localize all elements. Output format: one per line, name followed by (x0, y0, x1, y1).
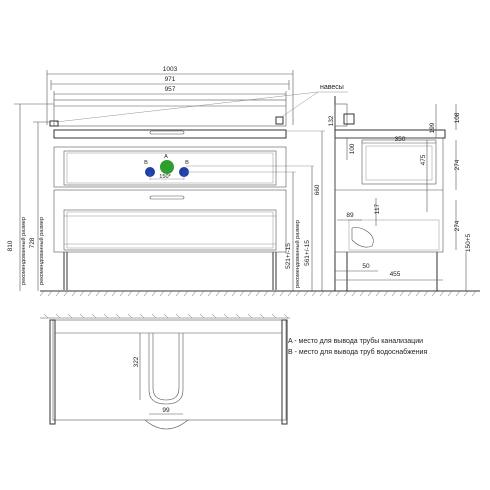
dim-pipe-1: 521+/-15 (285, 243, 292, 269)
dim-108: 108 (454, 112, 461, 123)
recommended-label-2: рекомендованный размер (38, 217, 45, 285)
dim-322: 322 (133, 356, 140, 367)
hinge-left-icon (49, 120, 59, 127)
recommended-label-3: рекомендованный размер (294, 220, 301, 288)
basin-outline-icon (144, 419, 189, 430)
dim-total-width: 1003 (163, 66, 178, 73)
legend: A - место для вывода трубы канализации B… (288, 337, 427, 356)
point-b-right-label: B (185, 160, 189, 166)
dim-89: 89 (346, 212, 354, 219)
hinge-right-icon (275, 116, 284, 125)
side-view: 132 100 350 199 108 475 274 117 89 274 1… (328, 96, 472, 291)
dim-274-bottom: 274 (454, 220, 461, 231)
dim-100: 100 (349, 143, 356, 154)
dim-carcass-width: 957 (165, 86, 176, 93)
dim-350: 350 (395, 136, 406, 143)
dim-132: 132 (328, 115, 335, 126)
dim-199: 199 (429, 122, 436, 133)
point-a-label: A (164, 154, 168, 160)
legend-line-a: A - место для вывода трубы канализации (288, 337, 423, 345)
angle-label: 150* (159, 174, 171, 180)
dim-455: 455 (390, 271, 401, 278)
dim-overall-height: 810 (7, 240, 14, 251)
dim-475: 475 (420, 154, 427, 165)
sewer-outlet-point-icon (160, 160, 174, 174)
dim-recommended-height: 728 (29, 237, 36, 248)
top-view: 322 99 (40, 313, 290, 430)
dim-117: 117 (374, 203, 381, 214)
dim-inner-width: 971 (165, 76, 176, 83)
dim-274-top: 274 (454, 159, 461, 170)
side-siphon-icon (351, 227, 374, 248)
recommended-label-1: рекомендованный размер (20, 217, 27, 285)
floor-line (39, 290, 480, 297)
point-b-left-label: B (144, 160, 148, 166)
label-hinges: навесы (320, 84, 344, 91)
side-hinge-icon (343, 113, 355, 125)
dim-150: 150+5 (465, 233, 472, 252)
dim-pipe-2: 561+/-15 (304, 240, 311, 266)
siphon-cutout-icon (148, 333, 184, 405)
dim-660: 660 (314, 184, 321, 195)
dim-99: 99 (162, 407, 170, 414)
drawer-handle-icon (149, 195, 185, 200)
dim-50: 50 (362, 263, 370, 270)
legend-line-b: B - место для вывода труб водоснабжения (288, 348, 427, 356)
front-view: 1003 971 957 A B B (7, 66, 348, 291)
